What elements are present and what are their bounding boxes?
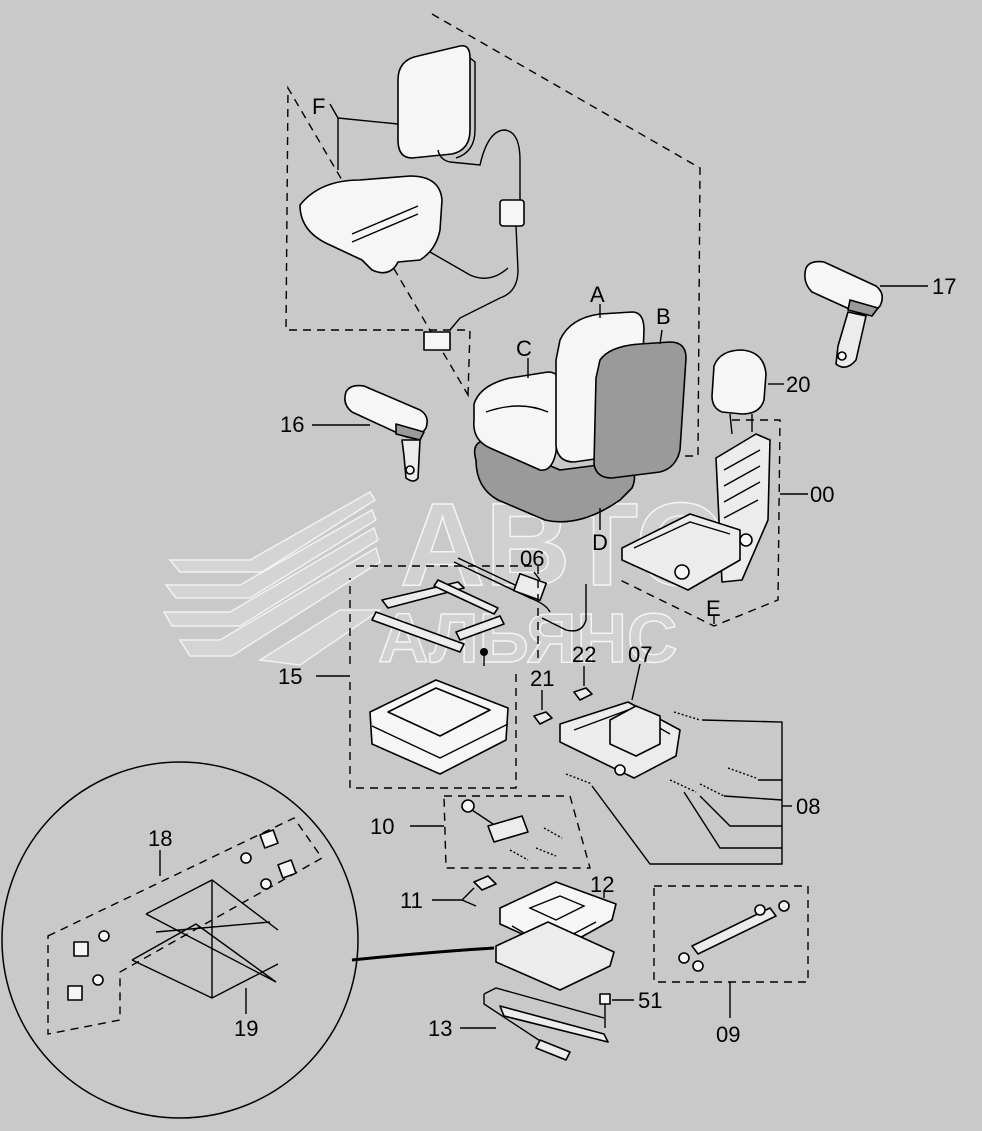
heater-plug [423, 331, 451, 351]
callout-51: 51 [638, 988, 662, 1013]
armrest-16: 16 [280, 384, 428, 482]
callout-21: 21 [530, 666, 554, 691]
callout-11: 11 [400, 888, 423, 913]
callout-16: 16 [280, 412, 304, 437]
suspension-12: 11 12 [400, 872, 617, 991]
group-f: F [285, 13, 701, 457]
heater-back-pad [397, 44, 471, 159]
group-15: 15 [278, 565, 539, 789]
callout-22: 22 [572, 642, 596, 667]
seat-assembly: A B C D [473, 282, 687, 555]
callout-06: 06 [520, 546, 544, 571]
heater-connector [499, 199, 525, 227]
slide-frame-07: 07 [559, 642, 681, 779]
headrest-20: 20 [711, 349, 810, 435]
callout-a: A [590, 282, 605, 307]
watermark-logo-icon [162, 490, 383, 666]
callout-12: 12 [590, 872, 614, 897]
callout-c: C [516, 336, 532, 361]
lever-13: 13 51 [428, 987, 662, 1061]
heater-seat-pad [299, 175, 443, 274]
detail-circle: 18 19 [1, 761, 495, 1119]
callout-19: 19 [234, 1016, 258, 1041]
callout-08: 08 [796, 794, 820, 819]
group-09: 09 [653, 885, 809, 1047]
seat-frame-00: 00 E [619, 419, 834, 627]
callout-17: 17 [932, 274, 956, 299]
callout-07: 07 [628, 642, 652, 667]
callout-10: 10 [370, 814, 394, 839]
callout-09: 09 [716, 1022, 740, 1047]
seat-cushion-c [473, 371, 561, 471]
callout-00: 00 [810, 482, 834, 507]
callout-b: B [656, 304, 671, 329]
callout-13: 13 [428, 1016, 452, 1041]
callout-20: 20 [786, 372, 810, 397]
armrest-17: 17 [804, 260, 956, 368]
parts-21-22: 21 22 [530, 642, 596, 725]
callout-f: F [312, 94, 325, 119]
seat-back-cover-b [593, 341, 687, 479]
callout-e: E [706, 596, 721, 621]
group-10: 10 [370, 795, 591, 869]
callout-15: 15 [278, 664, 302, 689]
callout-d: D [592, 530, 608, 555]
callout-18: 18 [148, 826, 172, 851]
cable-06: 06 [453, 546, 587, 632]
springs-08: 08 [565, 711, 820, 865]
